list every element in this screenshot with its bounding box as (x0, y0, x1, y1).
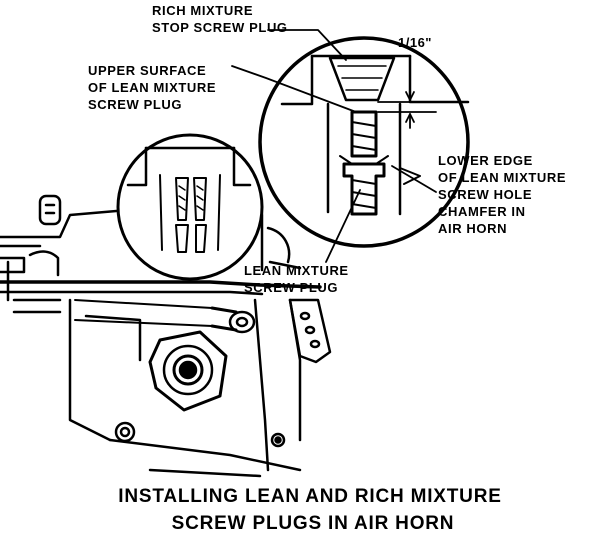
tube-fitting (74, 299, 256, 334)
body-holes (114, 421, 286, 448)
leader-lines (231, 29, 437, 263)
detail-circle-left (116, 133, 264, 281)
callout-line: OF LEAN MIXTURE (438, 170, 567, 185)
callout-line: AIR HORN (438, 221, 508, 236)
dimension-marker (377, 81, 437, 129)
caption-line: INSTALLING LEAN AND RICH MIXTURE (118, 486, 502, 507)
figure-caption: INSTALLING LEAN AND RICH MIXTURE SCREW P… (0, 483, 608, 536)
callout-line: LOWER EDGE (438, 153, 533, 168)
callout-rich-mixture-stop-screw-plug: RICH MIXTURE STOP SCREW PLUG (152, 2, 288, 36)
callout-line: SCREW HOLE (438, 187, 533, 202)
callout-line: SCREW PLUG (244, 280, 339, 295)
callout-line: LEAN MIXTURE (244, 263, 349, 278)
dimension-label: 1/16" (398, 35, 432, 50)
callout-line: UPPER SURFACE (88, 63, 207, 78)
linkage-arm (288, 298, 332, 364)
callout-line: CHAMFER IN (438, 204, 526, 219)
callout-line: RICH MIXTURE (152, 3, 254, 18)
callout-line: OF LEAN MIXTURE (88, 80, 217, 95)
callout-lean-mixture-screw-plug: LEAN MIXTURE SCREW PLUG (244, 262, 349, 296)
carburetor-body (0, 194, 322, 478)
callout-line: SCREW PLUG (88, 97, 183, 112)
callout-line: STOP SCREW PLUG (152, 20, 288, 35)
zoom-circle-right (258, 36, 470, 248)
callout-upper-surface-lean-plug: UPPER SURFACE OF LEAN MIXTURE SCREW PLUG (88, 62, 216, 113)
hex-nut (148, 330, 228, 412)
caption-line: SCREW PLUGS IN AIR HORN (171, 513, 455, 534)
callout-lower-edge-chamfer: LOWER EDGE OF LEAN MIXTURE SCREW HOLE CH… (438, 152, 566, 237)
